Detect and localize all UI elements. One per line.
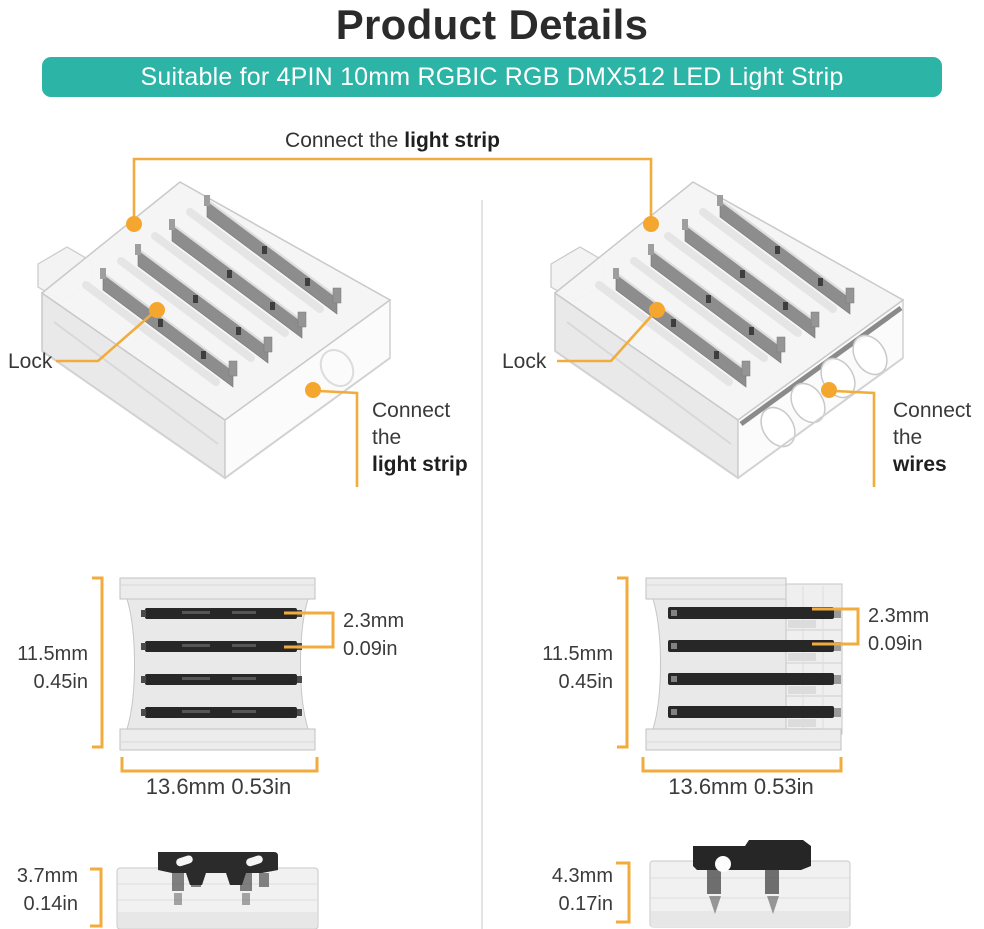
top-connect-label-bold: light strip bbox=[404, 129, 500, 152]
left-connect-note: Connect the light strip bbox=[372, 397, 468, 478]
top-connect-label-regular: Connect the bbox=[285, 129, 399, 152]
led-connector-3d-left bbox=[37, 181, 392, 480]
left-width-bracket bbox=[120, 757, 319, 773]
right-pitch-in: 0.09in bbox=[868, 633, 923, 655]
left-pitch-dimension: 2.3mm 0.09in bbox=[343, 607, 404, 663]
left-connect-note-line2: the bbox=[372, 426, 402, 449]
right-lock-label: Lock bbox=[502, 350, 547, 373]
left-thickness-in: 0.14in bbox=[23, 893, 79, 915]
right-connect-note-line3: wires bbox=[893, 453, 947, 476]
front-view-slots bbox=[141, 608, 302, 718]
page-title: Product Details bbox=[335, 1, 649, 48]
left-height-dimension: 11.5mm 0.45in bbox=[3, 640, 88, 696]
left-thickness-dimension: 3.7mm 0.14in bbox=[2, 862, 78, 918]
left-connect-note-line3: light strip bbox=[372, 453, 468, 476]
left-thickness-mm: 3.7mm bbox=[16, 865, 78, 887]
left-height-mm: 11.5mm bbox=[17, 643, 88, 665]
left-pitch-in: 0.09in bbox=[343, 638, 398, 660]
front-view-slots-with-wires bbox=[668, 607, 841, 727]
right-connect-note-line1: Connect bbox=[893, 399, 972, 422]
right-width-dimension: 13.6mm 0.53in bbox=[668, 774, 814, 799]
side-view-clip bbox=[693, 840, 811, 870]
right-width-bracket bbox=[641, 757, 843, 773]
left-width-dimension: 13.6mm 0.53in bbox=[145, 774, 292, 799]
connector-metal-pins bbox=[613, 195, 855, 388]
right-height-dimension: 11.5mm 0.45in bbox=[528, 640, 613, 696]
wire-holes bbox=[760, 334, 888, 448]
left-thickness-bracket bbox=[90, 867, 103, 928]
right-thickness-in: 0.17in bbox=[558, 893, 614, 915]
left-connect-note-line1: Connect bbox=[372, 399, 451, 422]
right-pitch-dimension: 2.3mm 0.09in bbox=[868, 602, 929, 658]
right-height-bracket bbox=[617, 576, 629, 749]
connector-metal-pins bbox=[100, 195, 342, 388]
right-connect-note: Connect the wires bbox=[893, 397, 971, 478]
left-pitch-mm: 2.3mm bbox=[343, 610, 405, 632]
connector-grooves bbox=[595, 208, 837, 386]
right-height-mm: 11.5mm bbox=[542, 643, 613, 665]
side-view-pins bbox=[707, 868, 779, 914]
right-height-in: 0.45in bbox=[558, 671, 614, 693]
left-height-bracket bbox=[92, 576, 104, 749]
right-pitch-mm: 2.3mm bbox=[868, 605, 930, 627]
side-view-left bbox=[116, 852, 319, 929]
connector-top-face bbox=[40, 181, 392, 421]
left-height-in: 0.45in bbox=[33, 671, 89, 693]
connector-top-face bbox=[553, 181, 905, 421]
clip-hole bbox=[715, 856, 731, 872]
front-view-left bbox=[119, 577, 316, 751]
compatibility-banner: Suitable for 4PIN 10mm RGBIC RGB DMX512 … bbox=[42, 57, 942, 97]
right-thickness-bracket bbox=[616, 861, 631, 924]
right-thickness-dimension: 4.3mm 0.17in bbox=[536, 862, 613, 918]
center-divider bbox=[481, 200, 483, 929]
front-view-right bbox=[645, 577, 843, 751]
connector-wall-recess bbox=[319, 349, 355, 387]
led-connector-3d-right bbox=[550, 181, 905, 480]
left-lock-label: Lock bbox=[8, 350, 53, 373]
wire-channel-edge bbox=[739, 305, 903, 427]
right-thickness-mm: 4.3mm bbox=[551, 865, 613, 887]
right-connect-note-line2: the bbox=[893, 426, 923, 449]
compatibility-banner-text: Suitable for 4PIN 10mm RGBIC RGB DMX512 … bbox=[140, 62, 844, 91]
side-view-right bbox=[649, 840, 851, 928]
